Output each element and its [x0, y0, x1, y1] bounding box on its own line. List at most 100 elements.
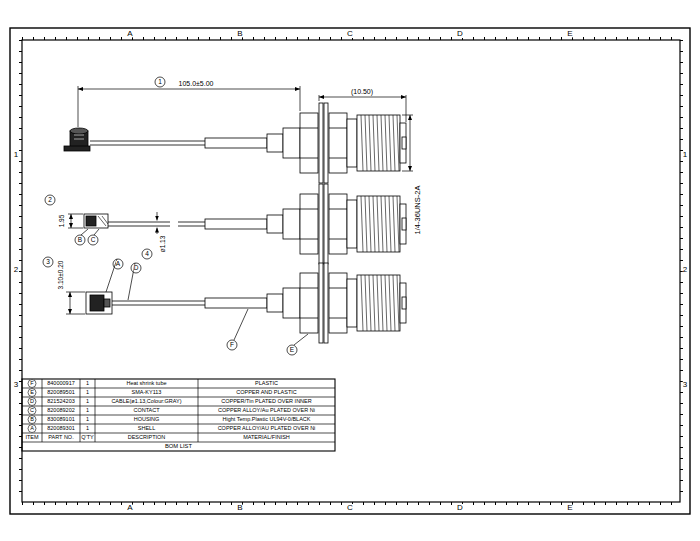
dimension-text: ø1.13 [160, 236, 167, 253]
ufl-connector [98, 216, 108, 226]
zone-number: 2 [14, 266, 18, 274]
table-cell: 1 [86, 408, 89, 414]
thread-spec: 1/4-36UNS-2A [414, 186, 422, 235]
ufl-connector [86, 216, 96, 226]
callout-number: 4 [145, 251, 149, 258]
callout-number: 3 [46, 259, 50, 266]
dimension-line [402, 115, 413, 171]
dimension-line [78, 89, 300, 90]
table-cell: F [30, 381, 33, 387]
callout-circle [43, 257, 53, 267]
zone-number: 1 [14, 151, 18, 159]
zone-number: 1 [683, 151, 687, 159]
zone-letter: D [457, 504, 463, 512]
callout-circle [287, 345, 297, 355]
table-header: MATERIAL/FINISH [243, 435, 290, 441]
callout-circle [131, 263, 141, 273]
zone-letter: B [237, 30, 242, 38]
table-cell: CABLE(ø1.13,Colour:GRAY) [111, 399, 181, 405]
table-cell: 820089501 [47, 390, 75, 396]
zone-letter: A [127, 30, 132, 38]
bom-table [22, 379, 335, 451]
connector-assembly [205, 184, 406, 264]
zone-letter: D [457, 30, 463, 38]
callout-circle [43, 77, 297, 355]
callout-circle [88, 235, 98, 245]
sheet-border [10, 28, 690, 514]
dimension-line [319, 95, 406, 122]
leader-line [94, 229, 99, 235]
callout-letter: D [134, 265, 139, 272]
table-cell: Hight Temp.Plastic UL94V-0/BLACK [223, 417, 311, 423]
leader-line [294, 334, 308, 345]
ufl-connector [86, 292, 112, 314]
zone-letter: B [237, 504, 242, 512]
dimension-line [70, 292, 71, 314]
ufl-connector [84, 214, 108, 228]
cable [112, 301, 205, 305]
zone-letter: C [347, 504, 353, 512]
callout-circle [75, 235, 85, 245]
table-cell: 830089101 [47, 417, 75, 423]
table-header: Q'TY [81, 435, 93, 441]
connector-assembly [205, 103, 406, 343]
ufl-connector [64, 128, 90, 151]
table-cell: E [30, 390, 34, 396]
table-cell: 820089202 [47, 408, 75, 414]
table-header: DESCRIPTION [128, 435, 166, 441]
dimension-line [66, 292, 85, 314]
table-cell: SHELL [138, 426, 155, 432]
callout-circle [155, 77, 165, 87]
bom-table [22, 388, 335, 442]
callout-circle [227, 340, 237, 350]
leader-line [81, 229, 308, 345]
dimension-line [66, 86, 413, 314]
dimension-text: 3.10±0.20 [58, 261, 65, 290]
cable [90, 141, 205, 145]
ufl-connector [86, 292, 112, 314]
dimension-line [71, 214, 72, 228]
sheet-border [10, 28, 690, 514]
table-cell: 840000917 [47, 381, 75, 387]
table-cell: 1 [86, 399, 89, 405]
zone-number: 3 [683, 381, 687, 389]
table-cell: CONTACT [133, 408, 159, 414]
callout-letter: A [116, 261, 120, 268]
callout-letter: E [290, 347, 294, 354]
table-cell: 1 [86, 417, 89, 423]
table-header: ITEM [25, 435, 38, 441]
table-cell: 820089301 [47, 426, 75, 432]
sheet-border [22, 40, 680, 502]
table-cell: HOUSING [134, 417, 160, 423]
item-circle [28, 389, 36, 397]
callout-letter: C [91, 237, 96, 244]
table-cell: PLASTIC [255, 381, 278, 387]
dimension-line [78, 86, 300, 127]
table-title: BOM LIST [165, 444, 192, 450]
cable [108, 222, 205, 226]
ufl-connector [70, 128, 88, 134]
ufl-connector [84, 214, 108, 228]
dimension-line [410, 115, 411, 171]
item-circle [28, 380, 36, 388]
table-cell: COPPER/Tin PLATED OVER INNER [221, 399, 311, 405]
table-cell: D [30, 399, 34, 405]
item-circle [28, 407, 36, 415]
dimension-text: 1.95 [59, 215, 66, 228]
leader-line [81, 229, 88, 235]
table-cell: 1 [86, 381, 89, 387]
connector-assembly [205, 103, 406, 183]
bom-table [22, 379, 335, 451]
dimension-text: 105.0±5.00 [179, 80, 214, 87]
zone-letter: A [127, 504, 132, 512]
dimension-line [68, 214, 83, 228]
zone-letter: E [567, 30, 572, 38]
cable [90, 141, 205, 305]
ufl-connector [74, 135, 84, 139]
table-cell: COPPER AND PLASTIC [236, 390, 297, 396]
leader-line [234, 309, 248, 340]
dimension-line [319, 97, 406, 98]
ufl-connector [90, 295, 104, 311]
